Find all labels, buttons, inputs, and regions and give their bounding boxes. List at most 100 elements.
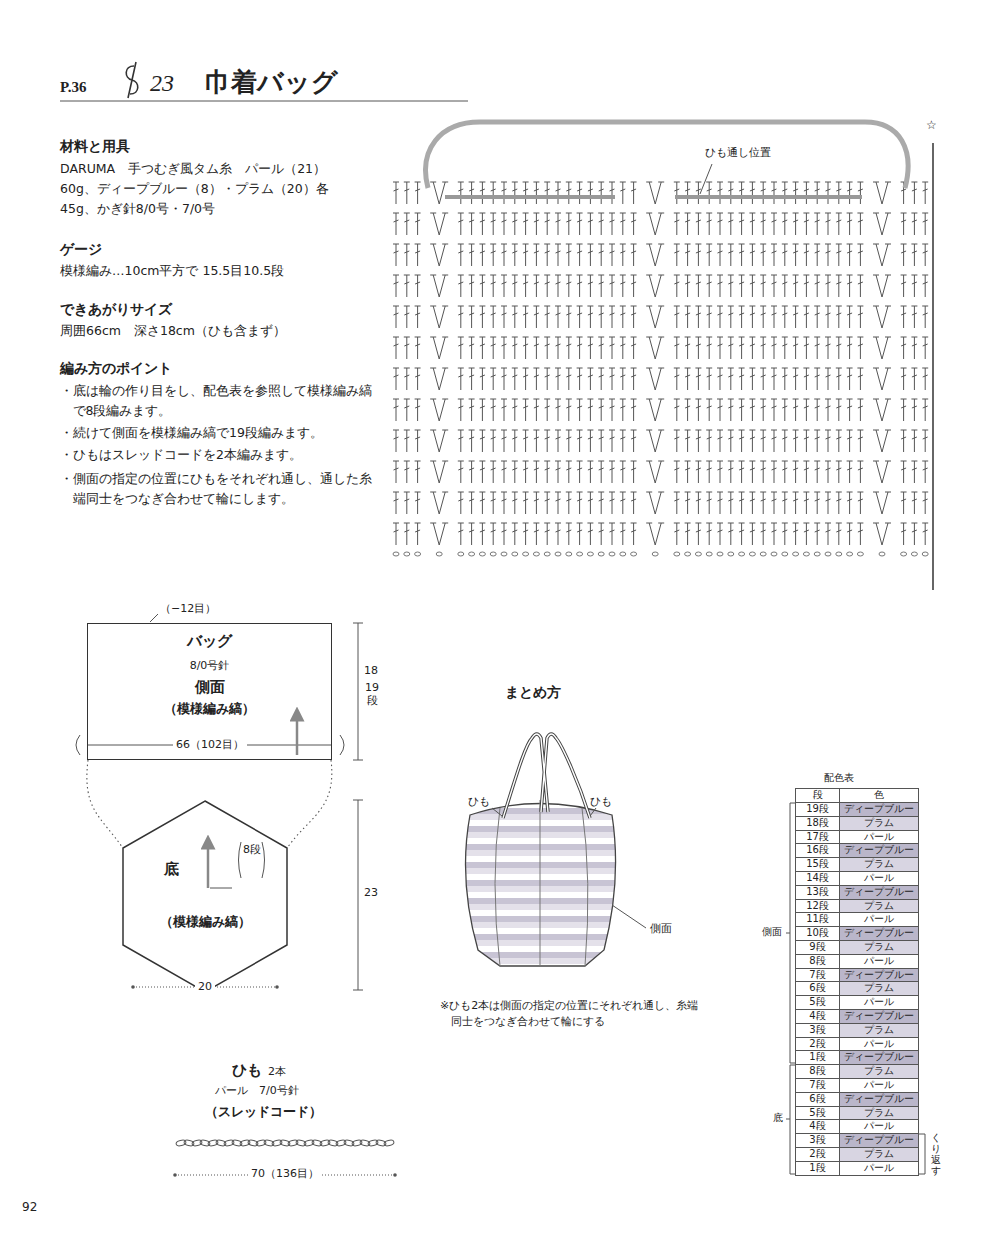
- dc-stitch: [717, 337, 723, 359]
- dc-stitch: [814, 213, 820, 235]
- text-label: 8段: [243, 844, 261, 857]
- dc-stitch: [501, 182, 507, 204]
- dc-stitch: [566, 182, 572, 204]
- dc-stitch: [620, 368, 626, 390]
- v-stitch: [430, 523, 448, 545]
- v-stitch: [873, 337, 891, 359]
- dc-stitch: [598, 523, 604, 545]
- dc-stitch: [555, 275, 561, 297]
- dc-stitch: [782, 306, 788, 328]
- dc-stitch: [544, 244, 550, 266]
- dc-stitch: [782, 213, 788, 235]
- color-cell: プラム: [839, 940, 919, 955]
- dc-stitch: [587, 306, 593, 328]
- dc-stitch: [706, 492, 712, 514]
- dc-stitch: [685, 182, 691, 204]
- leader-line: [590, 808, 596, 816]
- dc-stitch: [793, 182, 799, 204]
- dc-stitch: [782, 430, 788, 452]
- dc-stitch: [609, 523, 615, 545]
- dc-stitch: [793, 306, 799, 328]
- dc-stitch: [901, 244, 907, 266]
- chain-stitch: [404, 552, 410, 556]
- dc-stitch: [555, 492, 561, 514]
- dc-stitch: [847, 306, 853, 328]
- dc-stitch: [512, 182, 518, 204]
- dc-stitch: [404, 492, 410, 514]
- dc-stitch: [393, 306, 399, 328]
- chain-stitch: [512, 552, 518, 556]
- dc-stitch: [512, 492, 518, 514]
- dc-stitch: [501, 306, 507, 328]
- dc-stitch: [706, 399, 712, 421]
- dc-stitch: [836, 275, 842, 297]
- dc-stitch: [523, 399, 529, 421]
- v-stitch: [646, 523, 664, 545]
- dc-stitch: [717, 430, 723, 452]
- dc-stitch: [566, 368, 572, 390]
- dc-stitch: [793, 492, 799, 514]
- dc-stitch: [739, 182, 745, 204]
- repeat-bracket: [919, 1134, 925, 1174]
- dc-stitch: [739, 368, 745, 390]
- dc-stitch: [479, 492, 485, 514]
- dc-stitch: [598, 461, 604, 483]
- dc-stitch: [533, 399, 539, 421]
- color-cell: パール: [839, 1037, 919, 1052]
- dc-stitch: [415, 368, 421, 390]
- node-text: （模様編み縞）: [164, 701, 255, 717]
- dc-stitch: [847, 430, 853, 452]
- dc-stitch: [836, 430, 842, 452]
- dc-stitch: [803, 430, 809, 452]
- dc-stitch: [533, 244, 539, 266]
- row-number-cell: 3段: [795, 1023, 840, 1038]
- dc-stitch: [490, 492, 496, 514]
- dc-stitch: [922, 275, 928, 297]
- dc-stitch: [706, 523, 712, 545]
- dc-stitch: [555, 430, 561, 452]
- dc-stitch: [609, 430, 615, 452]
- row-bracket: [210, 842, 265, 888]
- dc-stitch: [857, 430, 863, 452]
- dc-stitch: [706, 213, 712, 235]
- dc-stitch: [577, 213, 583, 235]
- v-stitch: [646, 337, 664, 359]
- row-number-cell: 9段: [795, 940, 840, 955]
- dc-stitch: [728, 244, 734, 266]
- dc-stitch: [706, 275, 712, 297]
- dc-stitch: [555, 461, 561, 483]
- dc-stitch: [544, 523, 550, 545]
- dc-stitch: [512, 337, 518, 359]
- dc-stitch: [544, 461, 550, 483]
- dc-stitch: [922, 523, 928, 545]
- dc-stitch: [458, 306, 464, 328]
- color-cell: プラム: [839, 1106, 919, 1121]
- text-label: くり返す: [931, 1132, 941, 1176]
- dc-stitch: [847, 182, 853, 204]
- dc-stitch: [479, 182, 485, 204]
- dc-stitch: [523, 306, 529, 328]
- text-label: 2本: [268, 1065, 286, 1079]
- dc-stitch: [393, 244, 399, 266]
- color-cell: ディープブルー: [839, 968, 919, 983]
- dimension-bracket: [76, 735, 344, 755]
- color-cell: パール: [839, 871, 919, 886]
- dc-stitch: [555, 213, 561, 235]
- dc-stitch: [901, 368, 907, 390]
- color-cell: パール: [839, 954, 919, 969]
- dc-stitch: [587, 461, 593, 483]
- dc-stitch: [706, 306, 712, 328]
- color-cell: パール: [839, 830, 919, 845]
- dc-stitch: [674, 337, 680, 359]
- dc-stitch: [620, 275, 626, 297]
- chain-stitch: [814, 552, 820, 556]
- dc-stitch: [847, 337, 853, 359]
- dc-stitch: [587, 182, 593, 204]
- text-label: 23: [150, 68, 174, 98]
- dc-stitch: [922, 461, 928, 483]
- dc-stitch: [739, 337, 745, 359]
- v-stitch: [430, 492, 448, 514]
- node-text: バッグ: [187, 632, 232, 650]
- dc-stitch: [717, 244, 723, 266]
- dc-stitch: [523, 492, 529, 514]
